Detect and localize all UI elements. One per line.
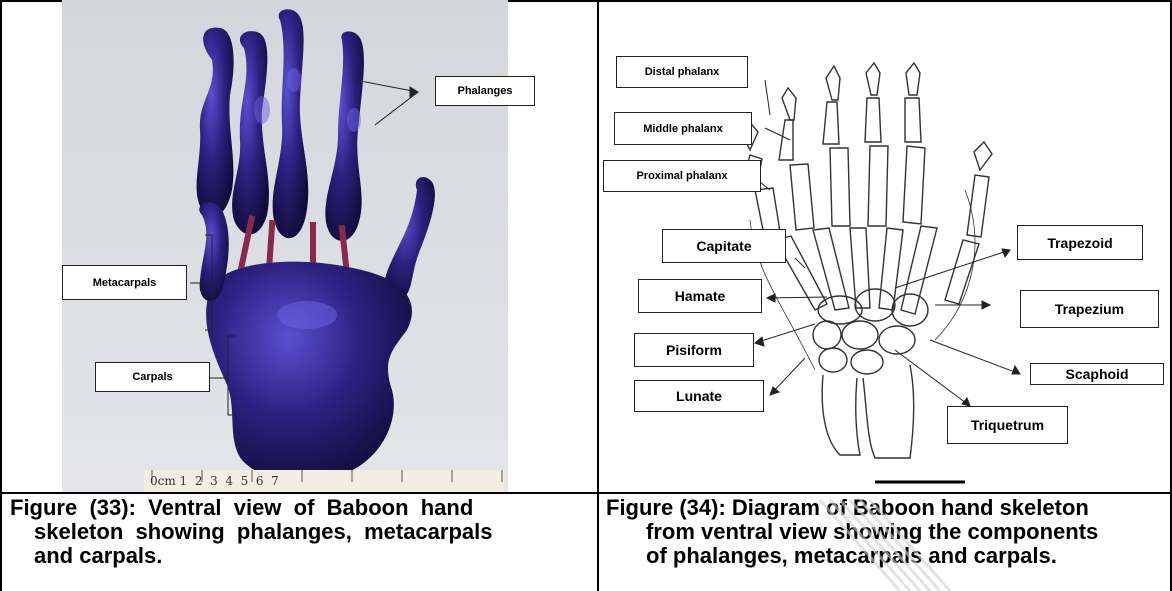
metacarpals-label: Metacarpals bbox=[62, 265, 187, 300]
middle-phalanx-label: Middle phalanx bbox=[614, 112, 752, 145]
trapezium-label: Trapezium bbox=[1020, 290, 1159, 328]
distal-phalanx-label: Distal phalanx bbox=[616, 56, 748, 88]
figure-33-caption-line1: Figure (33): Ventral view of Baboon hand bbox=[10, 496, 590, 520]
hand-skeleton-diagram bbox=[605, 40, 1165, 490]
pisiform-label: Pisiform bbox=[634, 333, 754, 367]
figure-33-caption-line2: skeleton showing phalanges, metacarpals bbox=[10, 520, 590, 544]
figure-33-caption-line3: and carpals. bbox=[10, 544, 590, 568]
hamate-label: Hamate bbox=[638, 279, 762, 313]
scaphoid-label: Scaphoid bbox=[1030, 363, 1164, 385]
table-row-divider bbox=[0, 492, 1172, 494]
triquetrum-label: Triquetrum bbox=[947, 406, 1068, 444]
carpals-label: Carpals bbox=[95, 362, 210, 392]
left-leader-lines bbox=[0, 0, 600, 492]
figure-34-caption-line3: of phalanges, metacarpals and carpals. bbox=[606, 544, 1166, 568]
figure-33-caption: Figure (33): Ventral view of Baboon hand… bbox=[10, 496, 590, 568]
lunate-label: Lunate bbox=[634, 380, 764, 412]
capitate-label: Capitate bbox=[662, 229, 786, 263]
trapezoid-label: Trapezoid bbox=[1017, 225, 1143, 260]
figure-34-caption-line1: Figure (34): Diagram of Baboon hand skel… bbox=[606, 496, 1166, 520]
figure-34-caption: Figure (34): Diagram of Baboon hand skel… bbox=[606, 496, 1166, 568]
figure-34-caption-line2: from ventral view showing the components bbox=[606, 520, 1166, 544]
proximal-phalanx-label: Proximal phalanx bbox=[603, 160, 761, 192]
phalanges-label: Phalanges bbox=[435, 76, 535, 106]
